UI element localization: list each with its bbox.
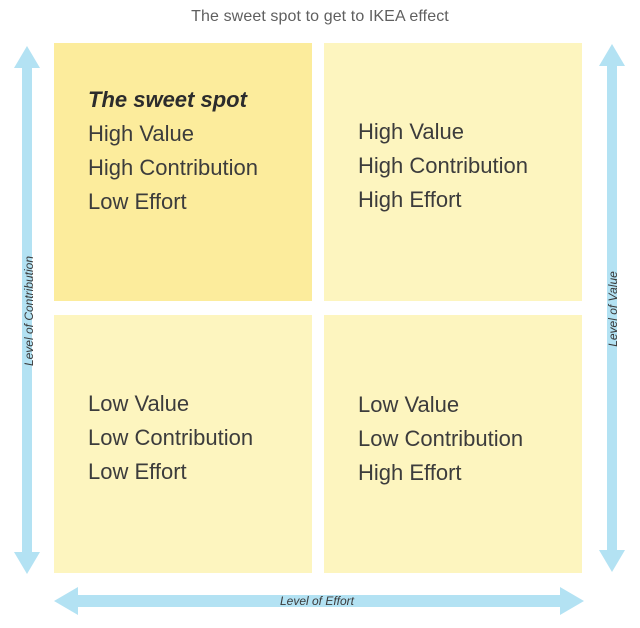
quadrant-line: Low Value <box>88 391 190 416</box>
quadrant-line: High Effort <box>358 460 462 485</box>
quadrant-top-right: High Value High Contribution High Effort <box>324 43 582 301</box>
quadrant-line: Low Contribution <box>358 426 524 451</box>
quadrant-line: High Contribution <box>88 155 258 180</box>
effort-axis-label: Level of Effort <box>279 594 355 608</box>
quadrant-line: Low Effort <box>88 459 187 484</box>
effort-axis-arrow <box>54 587 584 615</box>
quadrant-line: Low Effort <box>88 189 187 214</box>
sweet-spot-headline: The sweet spot <box>88 87 247 112</box>
quadrant-line: High Effort <box>358 187 462 212</box>
quadrant-line: High Value <box>88 121 194 146</box>
contribution-axis-arrow <box>14 46 40 574</box>
quadrant-top-left: The sweet spot High Value High Contribut… <box>54 43 312 301</box>
quadrant-bottom-left: Low Value Low Contribution Low Effort <box>54 315 312 573</box>
quadrant-line: High Contribution <box>358 153 528 178</box>
value-axis-arrow <box>599 44 625 572</box>
quadrant-line: Low Contribution <box>88 425 254 450</box>
contribution-axis-label: Level of Contribution <box>22 255 36 367</box>
value-axis-label: Level of Value <box>606 271 620 347</box>
quadrant-line: Low Value <box>358 392 460 417</box>
diagram-title: The sweet spot to get to IKEA effect <box>191 8 449 25</box>
quadrant-bottom-right: Low Value Low Contribution High Effort <box>324 315 582 573</box>
quadrant-line: High Value <box>358 119 464 144</box>
